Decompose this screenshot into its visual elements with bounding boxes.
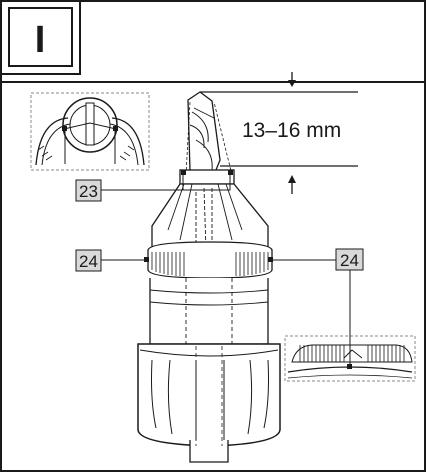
step-box-outline [1, 1, 81, 75]
dimension-marker [200, 72, 358, 194]
callout-leaders [98, 170, 351, 364]
detail-chuck-jaws [30, 92, 150, 171]
callout-24-right-box [335, 248, 364, 271]
callout-24-left-label: 24 [79, 252, 98, 271]
drill-bit [187, 91, 221, 179]
step-box [8, 7, 73, 67]
callout-24-right-label: 24 [340, 251, 359, 270]
chuck-collar [147, 241, 273, 279]
drill-housing [137, 278, 281, 463]
step-label: I [35, 19, 46, 61]
jaw-dashed-lines [185, 101, 233, 176]
callout-23-label: 23 [79, 182, 98, 201]
callout-23-box [75, 179, 102, 202]
callout-24-left-box [75, 249, 102, 272]
dimension-label: 13–16 mm [242, 119, 341, 142]
chuck-body [151, 169, 269, 251]
detail-collar [284, 335, 416, 382]
